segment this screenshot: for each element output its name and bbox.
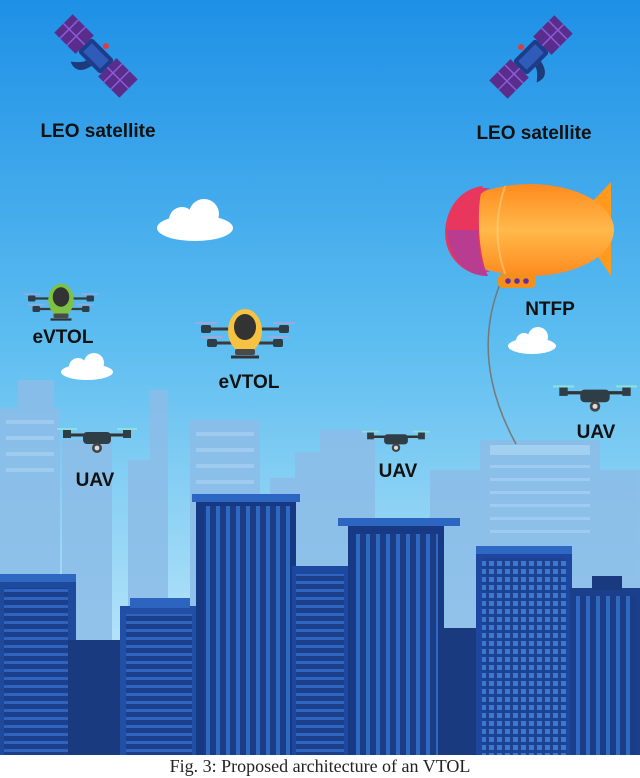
diagram-canvas	[0, 0, 640, 755]
satellite-icon	[54, 14, 138, 98]
leo-satellite-label: LEO satellite	[476, 123, 592, 144]
airship-tether	[487, 283, 517, 445]
near-skyline	[0, 494, 640, 755]
cloud-icon	[61, 353, 113, 380]
figure-caption: Fig. 3: Proposed architecture of an VTOL	[169, 756, 471, 776]
uav-label: UAV	[576, 422, 616, 443]
cloud-icon	[157, 199, 233, 241]
ntfp-label: NTFP	[525, 299, 575, 320]
evtol-icon	[23, 283, 99, 321]
airship-icon	[445, 182, 614, 288]
architecture-diagram: LEO satellite LEO satellite NTFP eVTOL e…	[0, 0, 640, 755]
far-skyline-windows	[6, 420, 590, 533]
evtol-icon	[195, 309, 295, 359]
cloud-icon	[508, 327, 556, 354]
uav-label: UAV	[75, 470, 115, 491]
drone-icon	[361, 430, 431, 453]
drone-icon	[57, 428, 137, 453]
evtol-label: eVTOL	[218, 372, 280, 393]
satellite-icon	[489, 15, 573, 99]
drone-icon	[553, 385, 637, 412]
leo-satellite-label: LEO satellite	[40, 121, 156, 142]
uav-label: UAV	[378, 461, 418, 482]
evtol-label: eVTOL	[32, 327, 94, 348]
